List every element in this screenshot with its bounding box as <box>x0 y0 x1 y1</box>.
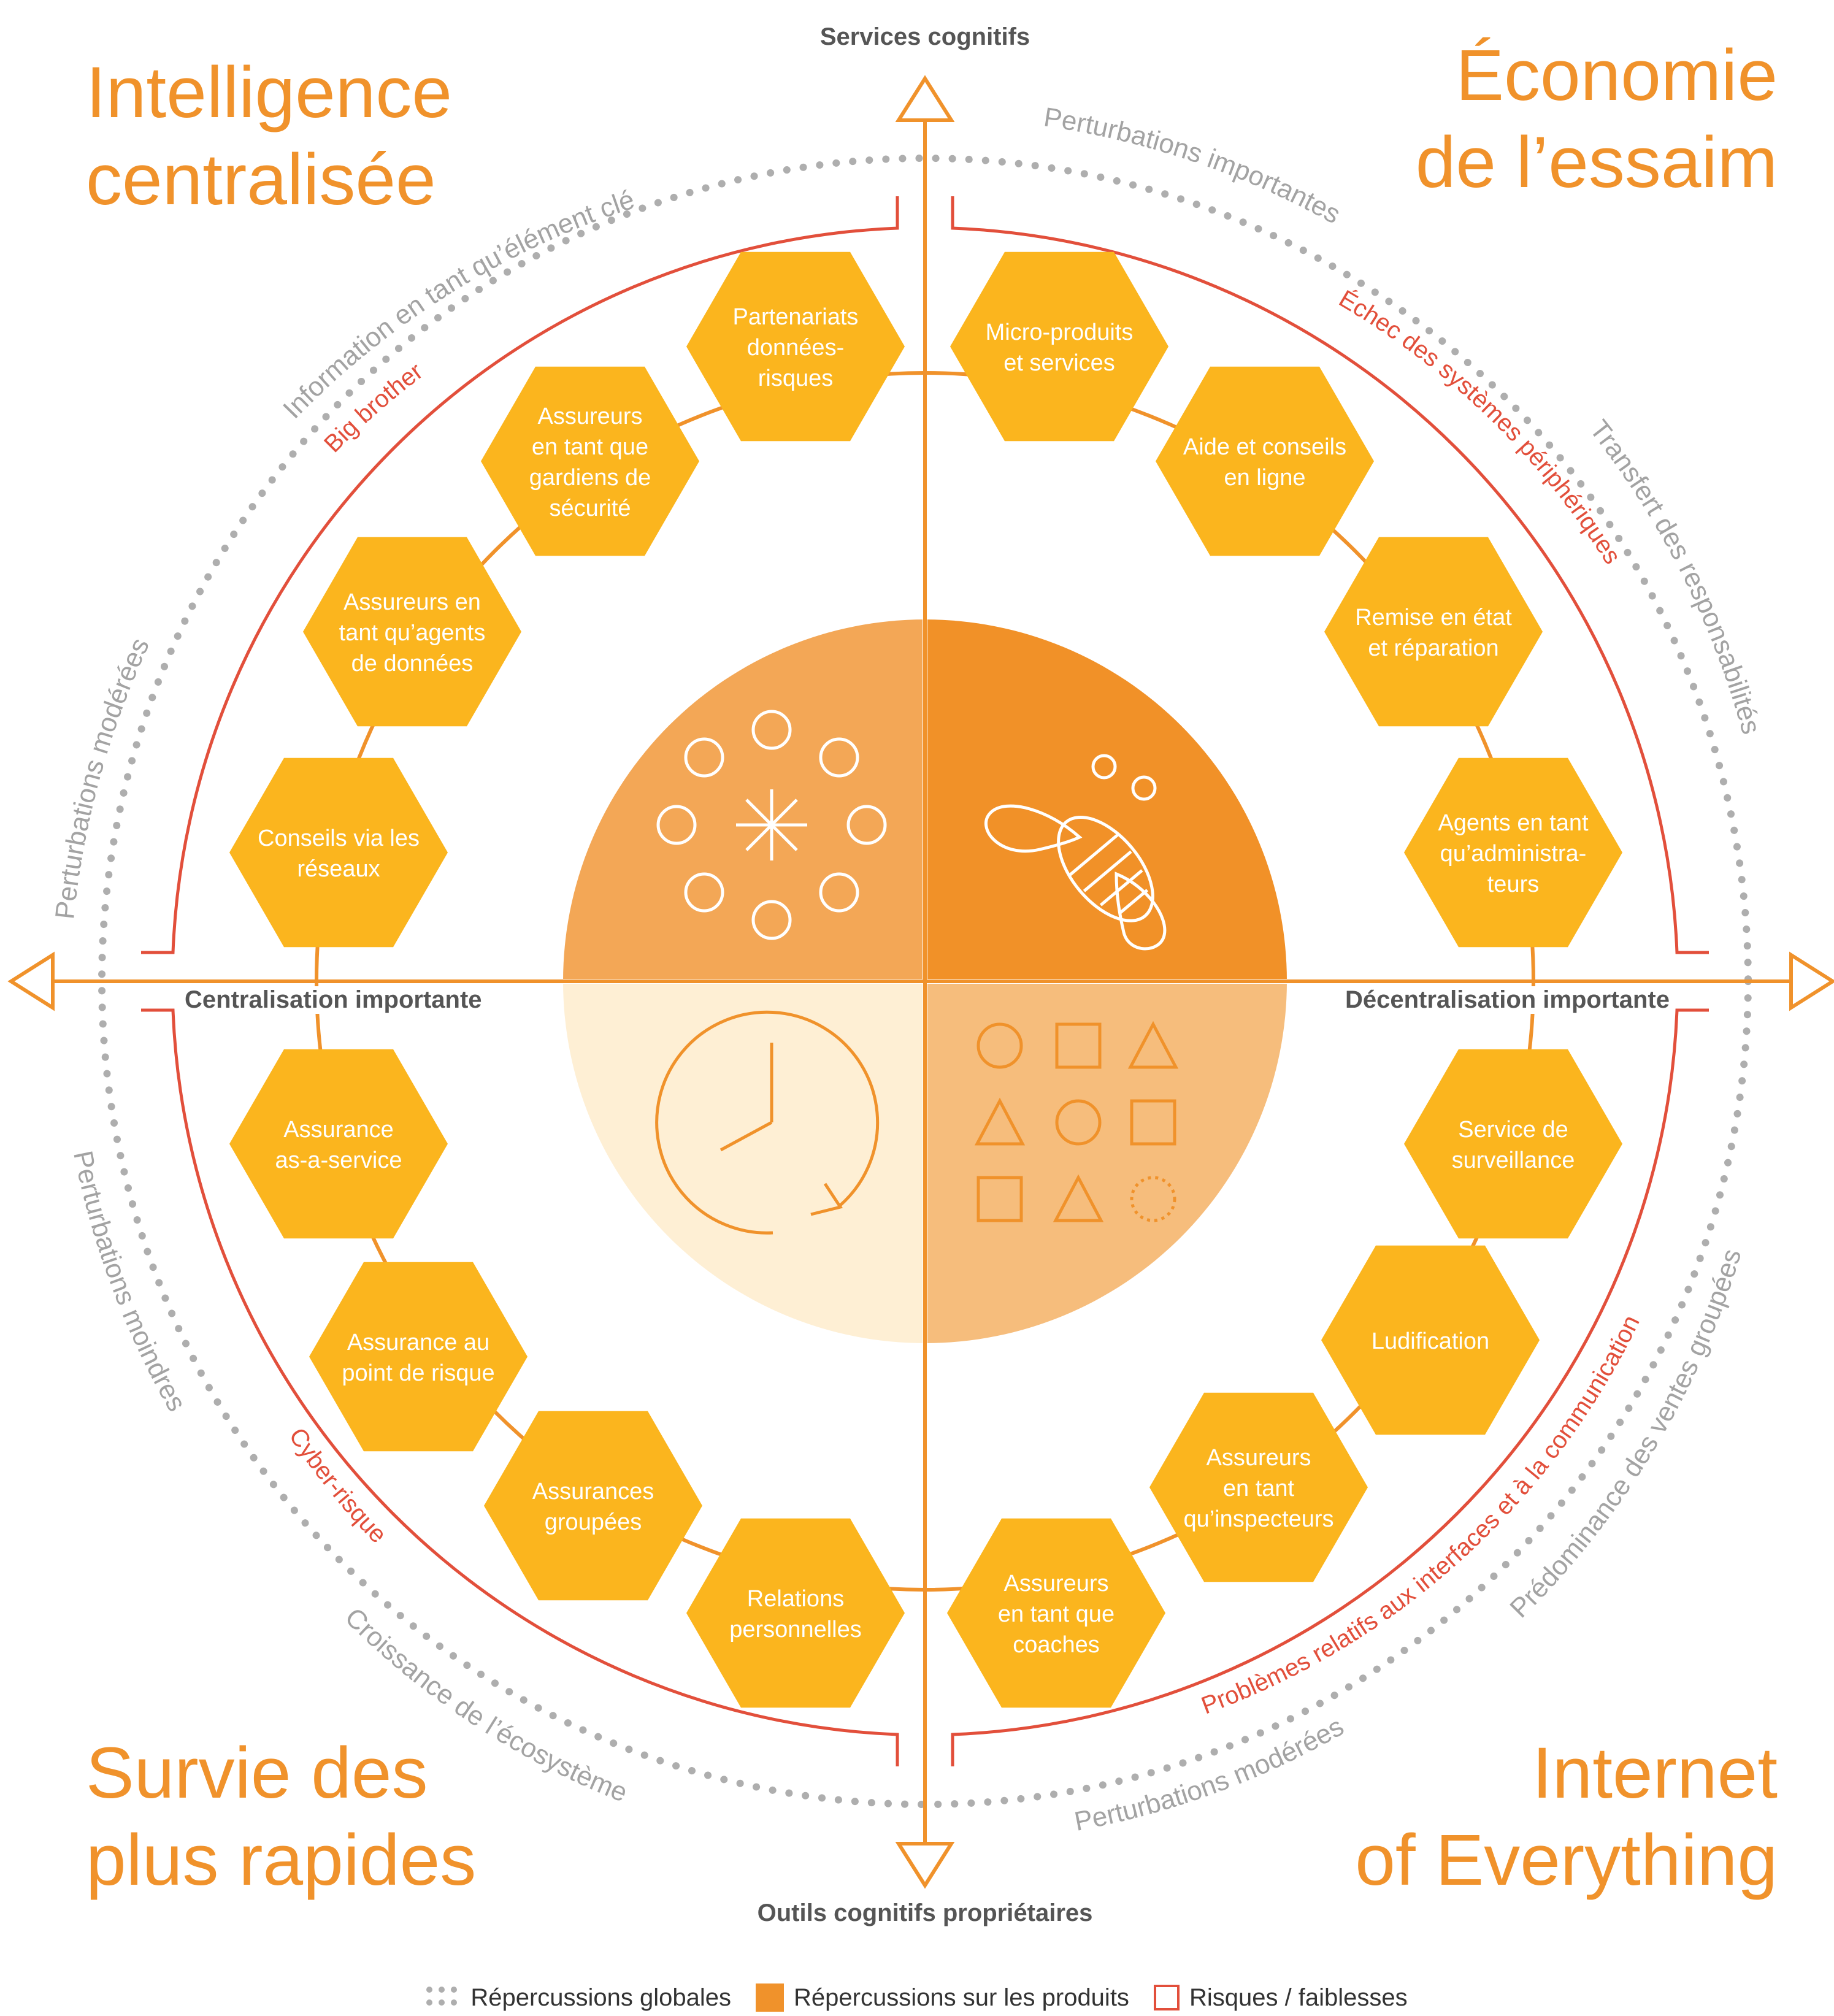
axis-label-outils-cognitifs: Outils cognitifs propriétaires <box>757 1899 1093 1926</box>
axis-label-services-cognitifs: Services cognitifs <box>819 23 1030 50</box>
axis-label-centralisation: Centralisation importante <box>181 986 486 1014</box>
scenario-title-internet-everything: Internet of Everything <box>1355 1733 1778 1901</box>
hexagon-bottom-right-2: Ludification <box>1321 1245 1540 1435</box>
scenario-title-survie-rapides: Survie des plus rapides <box>86 1733 477 1901</box>
global-label-predominance-ventes: Prédominance des ventes groupées <box>1504 1246 1747 1623</box>
legend-item-global: Répercussions globales <box>426 1984 731 2012</box>
bee-icon <box>984 754 1167 951</box>
quadrant-bottom-left <box>563 981 925 1343</box>
legend-item-risks: Risques / faiblesses <box>1153 1984 1408 2012</box>
hexagon-label: Ludification <box>1372 1328 1489 1354</box>
risk-arc-top-right <box>951 196 1709 954</box>
global-label-perturbations-importantes: Perturbations importantes <box>1042 102 1345 229</box>
risk-arcs <box>141 196 1709 1766</box>
arrow-up-icon <box>895 75 955 122</box>
clock-cycle-icon <box>655 1010 880 1235</box>
outline-swatch-icon <box>1153 1985 1180 2010</box>
quadrant-top-right <box>925 619 1287 981</box>
risk-arc-bottom-right <box>951 1008 1709 1766</box>
arrow-left-icon <box>7 951 55 1011</box>
axis-label-decentralisation: Décentralisation importante <box>1341 986 1673 1014</box>
global-label-transfert-responsabilites: Transfert des responsabilités <box>1584 415 1767 737</box>
arrow-down-icon <box>895 1842 955 1889</box>
risk-arc-bottom-left <box>141 1008 899 1766</box>
risk-label-echec-systemes: Échec des systèmes périphériques <box>1334 285 1625 569</box>
scenario-title-intelligence-centralisee: Intelligence centralisée <box>86 52 452 220</box>
scenario-title-economie-essaim: Économie de l’essaim <box>1415 35 1778 203</box>
quadrant-top-left <box>563 619 925 981</box>
center-quadrants <box>563 619 1287 1343</box>
dotted-swatch-icon <box>426 1987 461 2009</box>
global-label-perturbations-moderees-left: Perturbations modérées <box>50 634 155 921</box>
shapes-grid-icon <box>974 1021 1179 1222</box>
global-label-croissance-ecosysteme: Croissance de l’écosystème <box>339 1602 632 1808</box>
quadrant-bottom-right <box>925 981 1287 1343</box>
legend: Répercussions globales Répercussions sur… <box>0 1982 1834 2013</box>
arrow-right-icon <box>1789 951 1834 1011</box>
risk-arc-top-left <box>141 196 899 954</box>
axes <box>7 75 1834 1889</box>
network-burst-icon <box>656 710 887 940</box>
filled-swatch-icon <box>756 1983 785 2012</box>
legend-item-products: Répercussions sur les produits <box>756 1983 1129 2012</box>
global-label-perturbations-moderees-bottom: Perturbations modérées <box>1072 1711 1349 1837</box>
